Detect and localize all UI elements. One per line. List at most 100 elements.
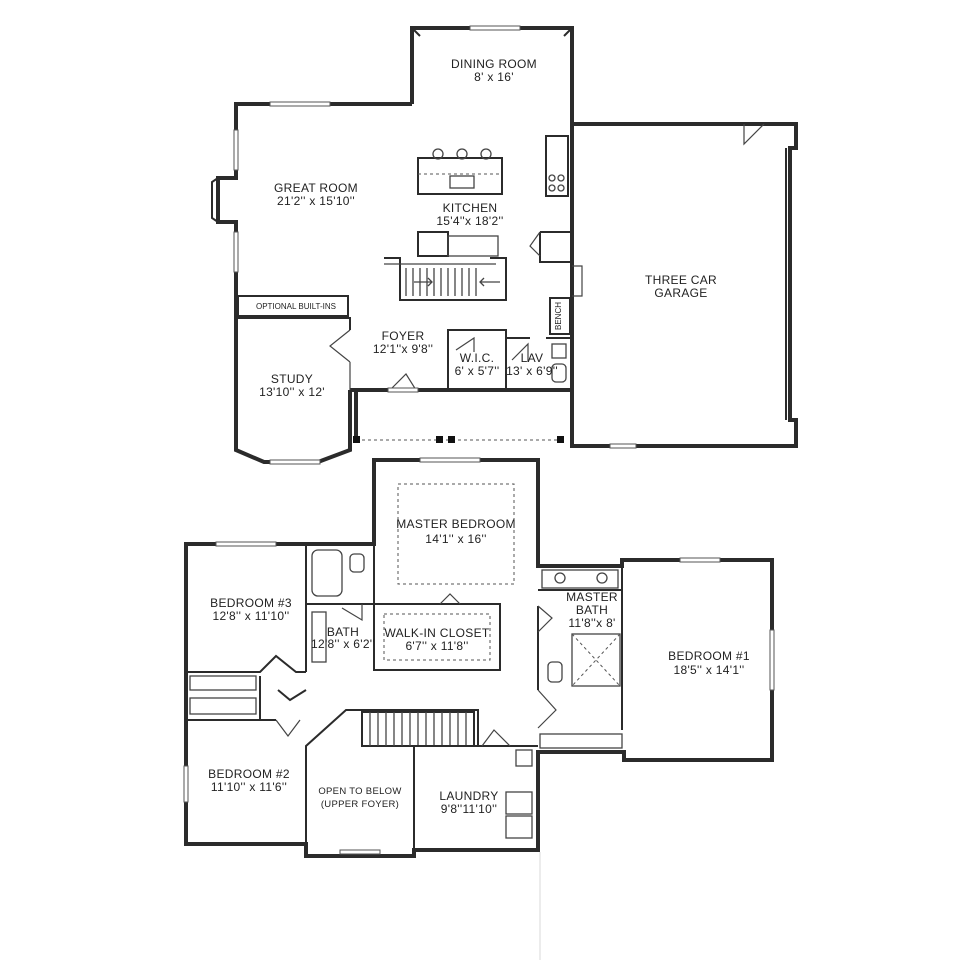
porch-post: [353, 436, 360, 443]
study-wall: [236, 317, 351, 330]
walk-in-closet-name: WALK-IN CLOSET: [384, 626, 489, 640]
second-floor: [183, 457, 775, 858]
window: [419, 457, 481, 463]
walk-in-closet-shelving: [383, 613, 491, 661]
bath-sink: [311, 611, 327, 663]
pantry-door: [529, 231, 541, 257]
bedroom2-wall: [186, 676, 276, 721]
kitchen-counter: [417, 231, 449, 257]
bedroom3-wall: [186, 654, 306, 673]
bedroom2-name: BEDROOM #2: [208, 767, 290, 781]
window: [679, 557, 721, 563]
laundry-wall: [413, 745, 538, 850]
bedroom1-size: 18'5'' x 14'1'': [674, 663, 745, 677]
window: [339, 849, 381, 855]
laundry-door: [481, 729, 511, 747]
walk-in-closet-wall: [373, 603, 501, 671]
bedroom1-closet: [539, 733, 623, 749]
master-bath-toilet: [547, 661, 563, 683]
garage-side-door: [743, 123, 765, 146]
kitchen-counter: [447, 235, 499, 257]
first-floor: [211, 26, 798, 464]
window: [183, 765, 189, 803]
closet-door: [439, 593, 461, 605]
garage-label-line2: GARAGE: [654, 286, 707, 300]
master-suite-door: [537, 689, 557, 729]
master-bath-vanity: [541, 569, 619, 589]
bath-door: [341, 604, 363, 622]
master-bedroom-name: MASTER BEDROOM: [396, 517, 516, 531]
dining-room-name: DINING ROOM: [451, 57, 537, 71]
bedroom1-name: BEDROOM #1: [668, 649, 750, 663]
kitchen-appliances: [545, 135, 569, 197]
wic-wall: [447, 329, 507, 390]
window: [469, 25, 521, 31]
kitchen-size: 15'4''x 18'2'': [436, 214, 503, 228]
laundry-name: LAUNDRY: [439, 789, 498, 803]
study-name: STUDY: [271, 372, 313, 386]
master-bath-sink: [596, 572, 608, 584]
laundry-sink: [515, 749, 533, 767]
stairs-first-floor: [384, 257, 507, 301]
great-room-name: GREAT ROOM: [274, 181, 358, 195]
bedroom3-size: 12'8'' x 11'10'': [212, 609, 289, 623]
master-bedroom-size: 14'1'' x 16'': [425, 532, 486, 546]
bedroom-closet: [189, 675, 257, 691]
window: [233, 231, 239, 273]
pantry-wall: [539, 231, 572, 263]
lav-sink: [551, 343, 567, 359]
window: [233, 129, 239, 171]
bench-label: BENCH: [554, 302, 563, 330]
dryer: [505, 815, 533, 839]
fireplace: [211, 177, 219, 223]
optional-built-ins-label: OPTIONAL BUILT-INS: [256, 302, 336, 311]
optional-built-ins-band: [237, 295, 349, 317]
wic-door: [455, 336, 475, 352]
garage-wall: [572, 122, 798, 448]
wic-name: W.I.C.: [460, 351, 494, 365]
porch-post: [557, 436, 564, 443]
lav-toilet: [551, 363, 567, 383]
walk-in-closet-size: 6'7'' x 11'8'': [405, 639, 468, 653]
open-to-below-rail: [305, 709, 479, 856]
wic-size: 6' x 5'7'': [455, 364, 500, 378]
lav-name: LAV: [521, 351, 544, 365]
window: [269, 459, 321, 465]
garage-entry-door: [572, 265, 583, 297]
master-bath-size: 11'8''x 8': [568, 616, 615, 630]
bath-name: BATH: [327, 625, 359, 639]
bench: [549, 297, 571, 335]
master-bath-door: [537, 605, 553, 633]
study-size: 13'10'' x 12': [259, 385, 325, 399]
hall-wall: [277, 689, 307, 702]
stairs-second-floor: [361, 711, 475, 747]
porch-post: [448, 436, 455, 443]
window: [269, 101, 331, 107]
master-bath-wall: [537, 566, 623, 710]
bath-toilet: [349, 553, 365, 573]
window: [609, 443, 637, 449]
lav-size: 13' x 6'9'': [506, 364, 558, 378]
foyer-door: [389, 373, 417, 391]
bedroom-closet: [189, 697, 257, 715]
garage-label-line1: THREE CAR: [645, 273, 717, 287]
porch-post: [436, 436, 443, 443]
dining-room-size: 8' x 16': [474, 70, 514, 84]
laundry-size: 9'8''11'10'': [441, 802, 498, 816]
open-to-below-line2: (UPPER FOYER): [321, 799, 399, 810]
room-labels: DINING ROOM 8' x 16' GREAT ROOM 21'2'' x…: [208, 57, 750, 816]
kitchen-island: [417, 148, 503, 195]
kitchen-name: KITCHEN: [443, 201, 498, 215]
lav-door: [511, 342, 529, 362]
window: [387, 387, 419, 393]
dining-bay-corners: [411, 27, 573, 37]
master-bath-label-line2: BATH: [576, 603, 608, 617]
shower-drain-lines: [571, 633, 621, 687]
master-bath-sink: [554, 572, 566, 584]
foyer-size: 12'1''x 9'8'': [373, 342, 433, 356]
window: [769, 629, 775, 691]
first-floor-windows: [233, 25, 637, 465]
shower: [571, 633, 621, 687]
foyer-name: FOYER: [382, 329, 425, 343]
